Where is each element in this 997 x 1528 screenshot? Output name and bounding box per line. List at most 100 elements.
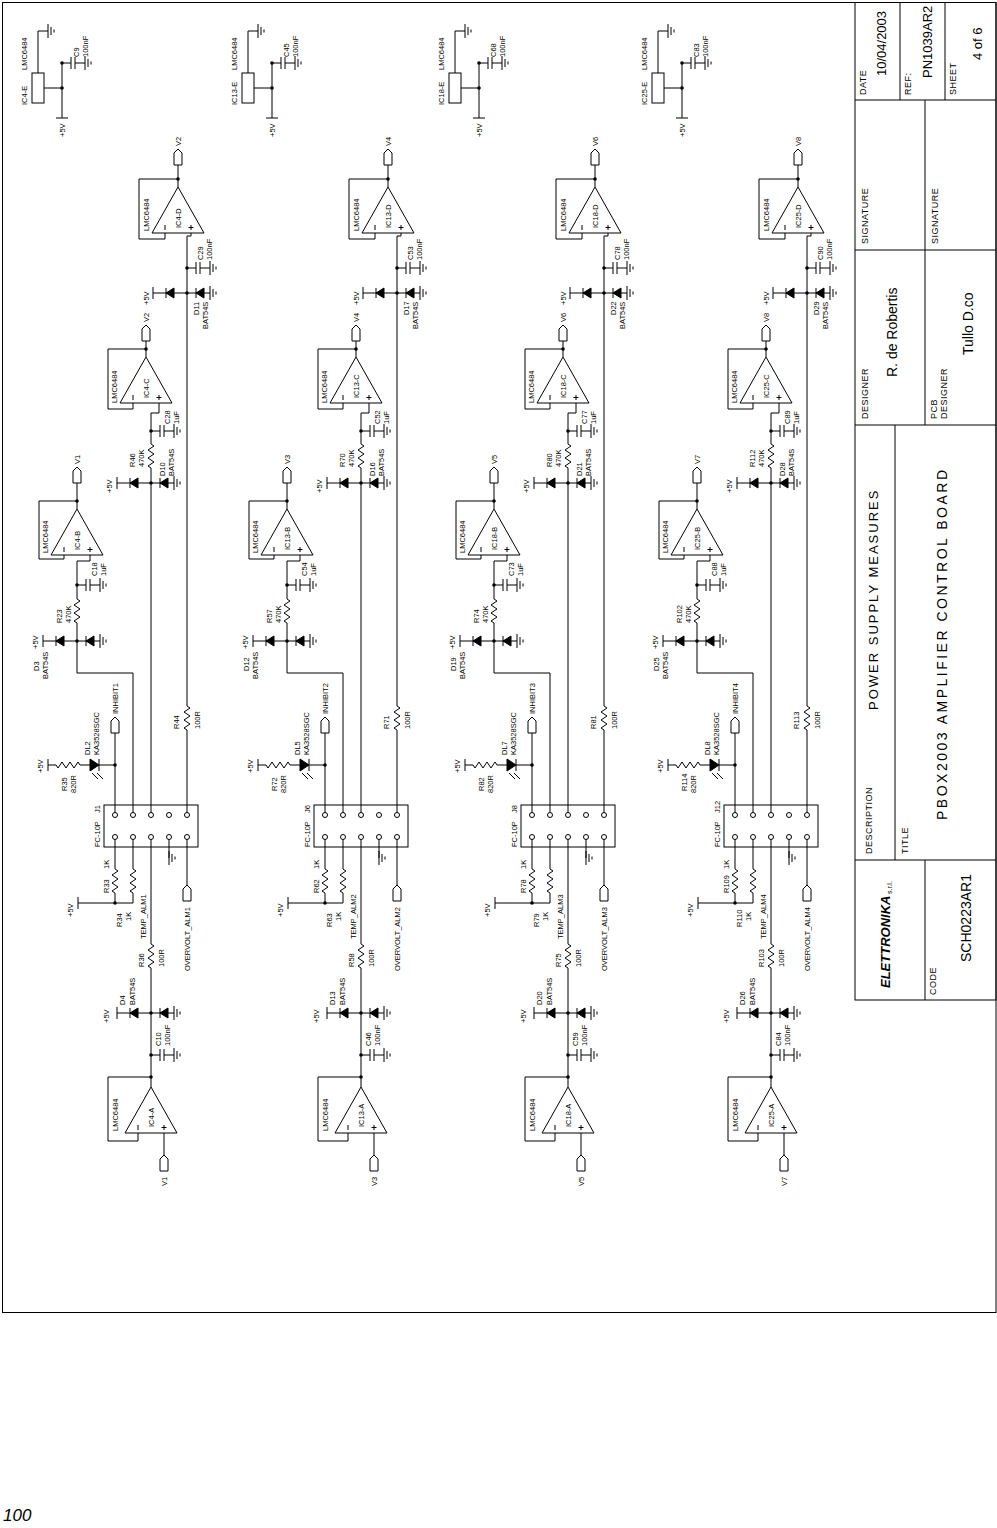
- schematic-line: [925, 100, 926, 425]
- part-label: 1uF: [516, 563, 525, 576]
- part-label: C84: [774, 1032, 783, 1046]
- part-label: FC-10P: [93, 821, 102, 847]
- part-label: IC18-E: [437, 82, 446, 105]
- part-label: D19: [449, 657, 458, 671]
- cell-value: PBOX2003 AMPLIFIER CONTROL BOARD: [935, 467, 950, 820]
- part-label: IC4-C: [142, 378, 151, 398]
- part-label: J6: [303, 805, 312, 813]
- part-label: D4: [118, 995, 127, 1005]
- cell-heading: SIGNATURE: [861, 188, 871, 244]
- part-label: BAT54S: [584, 449, 593, 476]
- cell-heading: REF:: [904, 72, 914, 95]
- part-label: BAT54S: [128, 978, 137, 1005]
- part-label: R57: [265, 609, 274, 623]
- part-label: OVERVOLT_ALM3: [600, 907, 609, 971]
- cell-value: R. de Robertis: [885, 288, 900, 377]
- part-label: KA3528SGC: [302, 712, 311, 755]
- part-label: +5V: [31, 635, 40, 649]
- part-label: 100nF: [701, 36, 710, 57]
- part-label: R33: [102, 879, 111, 893]
- cell-heading: TITLE: [901, 827, 911, 854]
- part-label: 820R: [69, 775, 78, 793]
- part-label: V1: [73, 455, 82, 464]
- schematic-sheet: V1LMC6484IC4-AC10100nF+5VD4BAT54SR36100R…: [2, 2, 997, 1313]
- cell-value: s.r.l.: [886, 881, 894, 894]
- part-label: IC25-D: [794, 204, 803, 228]
- part-label: R34: [115, 913, 124, 927]
- part-label: R78: [519, 879, 528, 893]
- part-label: C52: [373, 410, 382, 424]
- part-label: TEMP_ALM1: [139, 894, 148, 939]
- part-label: IC25-E: [640, 82, 649, 105]
- part-label: R114: [680, 774, 689, 791]
- part-label: D12: [242, 657, 251, 671]
- part-label: 1K: [124, 912, 133, 921]
- part-label: IC18-C: [559, 374, 568, 398]
- part-label: +5V: [453, 759, 462, 773]
- part-label: BAT54S: [545, 978, 554, 1005]
- part-label: LMC6484: [230, 37, 239, 70]
- part-label: OVERVOLT_ALM1: [183, 907, 192, 971]
- part-label: V2: [174, 137, 183, 146]
- part-label: BAT54S: [821, 302, 830, 329]
- part-label: D28: [778, 462, 787, 476]
- part-label: IC4-D: [174, 208, 183, 228]
- part-label: J12: [713, 801, 722, 813]
- title-block-cell: DATE10/04/2003: [855, 2, 900, 100]
- part-label: +5V: [448, 635, 457, 649]
- part-label: C28: [163, 410, 172, 424]
- part-label: 1K: [722, 860, 731, 869]
- part-label: V4: [384, 137, 393, 146]
- part-label: C53: [406, 246, 415, 260]
- part-label: R35: [60, 777, 69, 791]
- part-label: V2: [142, 313, 151, 322]
- part-label: IC25-C: [762, 374, 771, 398]
- part-label: R44: [172, 715, 181, 729]
- part-label: +5V: [522, 479, 531, 493]
- part-label: LMC6484: [320, 370, 329, 403]
- part-label: R82: [477, 777, 486, 791]
- title-block-cell: PCB DESIGNERTullo D.co: [925, 250, 996, 425]
- part-label: D26: [738, 991, 747, 1005]
- part-label: IC18-B: [490, 527, 499, 550]
- part-label: 1uF: [719, 563, 728, 576]
- part-label: +5V: [725, 479, 734, 493]
- part-label: 100nF: [205, 239, 214, 260]
- part-label: D10: [158, 462, 167, 476]
- part-label: C46: [364, 1032, 373, 1046]
- part-label: +5V: [241, 635, 250, 649]
- part-label: V4: [352, 313, 361, 322]
- part-label: C9: [72, 47, 81, 57]
- part-label: +5V: [475, 123, 484, 137]
- schematic-line: [895, 425, 896, 860]
- part-label: IC25-B: [693, 527, 702, 550]
- part-label: BAT54S: [787, 449, 796, 476]
- part-label: V8: [794, 137, 803, 146]
- title-block-cell: CODESCH0223AR1: [925, 860, 996, 1000]
- part-label: LMC6484: [730, 370, 739, 403]
- part-label: FC-10P: [303, 821, 312, 847]
- part-label: 1K: [334, 912, 343, 921]
- cell-heading: CODE: [929, 967, 939, 995]
- part-label: KA3528SGC: [712, 712, 721, 755]
- part-label: 100R: [367, 949, 376, 967]
- part-label: +5V: [66, 903, 75, 917]
- part-label: OVERVOLT_ALM4: [803, 907, 812, 971]
- part-label: R79: [532, 913, 541, 927]
- cell-heading: ELETTRONIKA: [879, 896, 893, 988]
- part-label: 470K: [684, 605, 693, 623]
- part-label: R103: [757, 949, 766, 967]
- part-label: TEMP_ALM4: [759, 894, 768, 939]
- part-label: IC4-A: [147, 1108, 156, 1127]
- part-label: J8: [510, 805, 519, 813]
- part-label: +5V: [268, 123, 277, 137]
- part-label: D3: [32, 661, 41, 671]
- part-label: 470K: [274, 605, 283, 623]
- part-label: R70: [338, 453, 347, 467]
- part-label: 1K: [102, 860, 111, 869]
- cell-value: 10/04/2003: [875, 11, 889, 76]
- schematic-use: [449, 24, 633, 1171]
- part-label: 100R: [813, 711, 822, 729]
- part-label: C10: [154, 1032, 163, 1046]
- part-label: +5V: [352, 291, 361, 305]
